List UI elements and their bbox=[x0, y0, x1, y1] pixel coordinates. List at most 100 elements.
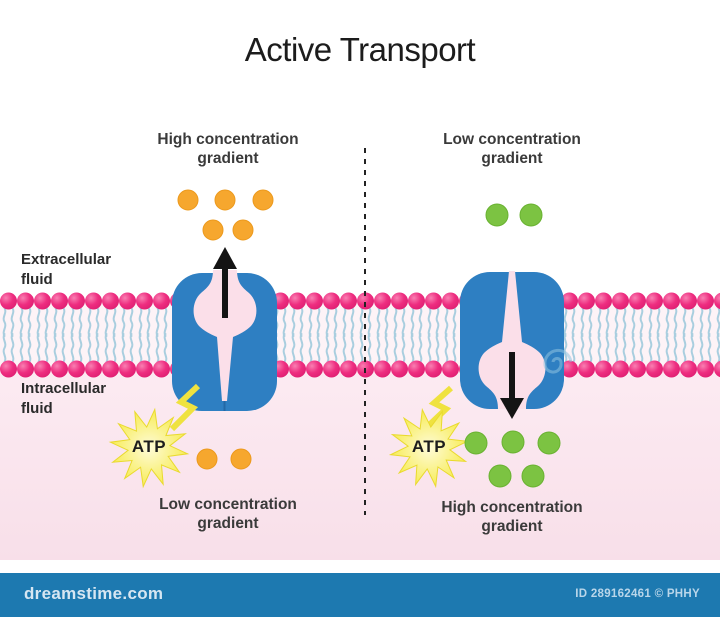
solute-dot bbox=[501, 430, 525, 454]
lipid-head bbox=[680, 292, 697, 310]
lipid-tail bbox=[418, 307, 423, 337]
transport-protein-left bbox=[172, 270, 277, 411]
arrow-up-icon bbox=[213, 247, 237, 318]
lipid-tail bbox=[648, 333, 653, 363]
lipid-head bbox=[374, 292, 391, 310]
lipid-tail bbox=[27, 307, 32, 337]
lipid-tail bbox=[384, 307, 389, 337]
lipid-tail bbox=[70, 333, 75, 363]
label-right-top-gradient: Low concentration gradient bbox=[443, 131, 581, 167]
lipid-tail bbox=[716, 333, 720, 363]
lipid-tail bbox=[121, 333, 126, 363]
lipid-tail bbox=[44, 333, 49, 363]
lipid-tail bbox=[444, 333, 449, 363]
label-extracellular-fluid: Extracellular fluid bbox=[21, 251, 112, 288]
lipid-head bbox=[629, 360, 646, 378]
lipid-tail bbox=[129, 307, 134, 337]
lipid-head bbox=[85, 360, 102, 378]
solute-dot bbox=[485, 203, 509, 227]
lipid-tail bbox=[384, 333, 389, 363]
lipid-tail bbox=[104, 307, 109, 337]
protein-channel-cavity bbox=[193, 270, 257, 401]
lipid-tail bbox=[282, 333, 287, 363]
lipid-tail bbox=[10, 333, 15, 363]
page-title: Active Transport bbox=[244, 31, 476, 68]
lipid-tail bbox=[155, 307, 160, 337]
lipid-tail bbox=[291, 307, 296, 337]
lipid-tail bbox=[27, 333, 32, 363]
lipid-tail bbox=[163, 333, 168, 363]
solute-dot bbox=[252, 189, 274, 211]
lipid-head bbox=[340, 360, 357, 378]
spiral-watermark bbox=[543, 348, 573, 374]
lipid-tail bbox=[53, 307, 58, 337]
lipid-tail bbox=[19, 333, 24, 363]
lipid-tail bbox=[146, 333, 151, 363]
lipid-tail bbox=[418, 333, 423, 363]
lipid-tail bbox=[673, 307, 678, 337]
lipid-head bbox=[374, 360, 391, 378]
lipid-tail bbox=[435, 333, 440, 363]
lipid-tail bbox=[631, 333, 636, 363]
lipid-head bbox=[595, 292, 612, 310]
atp-label-left: ATP bbox=[131, 437, 167, 456]
lipid-tail bbox=[61, 307, 66, 337]
solute-dot bbox=[537, 431, 561, 455]
lipid-head bbox=[612, 360, 629, 378]
lipid-tail bbox=[138, 307, 143, 337]
lipid-tail bbox=[393, 333, 398, 363]
lipid-head bbox=[357, 292, 374, 310]
lipid-tail bbox=[563, 307, 568, 337]
lipid-head bbox=[119, 360, 136, 378]
lipid-tail bbox=[452, 307, 457, 337]
lipid-tail bbox=[342, 307, 347, 337]
lipid-tail bbox=[571, 333, 576, 363]
lipid-tail bbox=[639, 307, 644, 337]
lipid-head bbox=[153, 360, 170, 378]
protein-channel-cavity bbox=[478, 271, 546, 409]
lightning-bolt-right bbox=[423, 385, 453, 431]
solute-dot bbox=[521, 464, 545, 488]
lipid-tail bbox=[129, 333, 134, 363]
lipid-tail bbox=[656, 333, 661, 363]
lipid-tail bbox=[588, 333, 593, 363]
lipid-tail bbox=[622, 333, 627, 363]
lipid-tail bbox=[571, 307, 576, 337]
lipid-head bbox=[51, 360, 68, 378]
solute-dot bbox=[230, 448, 252, 470]
lipid-head bbox=[136, 360, 153, 378]
lipid-tail bbox=[325, 307, 330, 337]
lipid-tail bbox=[316, 307, 321, 337]
lipid-tail bbox=[299, 307, 304, 337]
lipid-tail bbox=[690, 333, 695, 363]
lipid-tail bbox=[648, 307, 653, 337]
lipid-tail bbox=[707, 333, 712, 363]
label-left-top-gradient: High concentration gradient bbox=[157, 131, 299, 167]
lipid-tail bbox=[299, 333, 304, 363]
lipid-tail bbox=[112, 307, 117, 337]
lipid-tail bbox=[121, 307, 126, 337]
lipid-tail bbox=[53, 333, 58, 363]
lipid-head bbox=[340, 292, 357, 310]
lipid-tail bbox=[427, 307, 432, 337]
lipid-tail bbox=[359, 307, 364, 337]
lipid-tail bbox=[10, 307, 15, 337]
solute-dot bbox=[214, 189, 236, 211]
solute-dot bbox=[232, 219, 254, 241]
lipid-tail bbox=[163, 307, 168, 337]
lipid-tail bbox=[563, 333, 568, 363]
lipid-head bbox=[391, 292, 408, 310]
lipid-head bbox=[578, 360, 595, 378]
lipid-tail bbox=[112, 333, 117, 363]
footer-bar: dreamstime.com ID 289162461 © PHHY bbox=[0, 573, 720, 617]
lipid-tail bbox=[580, 333, 585, 363]
lipid-tail bbox=[435, 307, 440, 337]
lipid-head bbox=[680, 360, 697, 378]
lipid-tail bbox=[95, 307, 100, 337]
lipid-head bbox=[697, 292, 714, 310]
lipid-head bbox=[663, 292, 680, 310]
solutes-left-top bbox=[177, 189, 274, 241]
lipid-head bbox=[561, 292, 578, 310]
lipid-tail bbox=[104, 333, 109, 363]
